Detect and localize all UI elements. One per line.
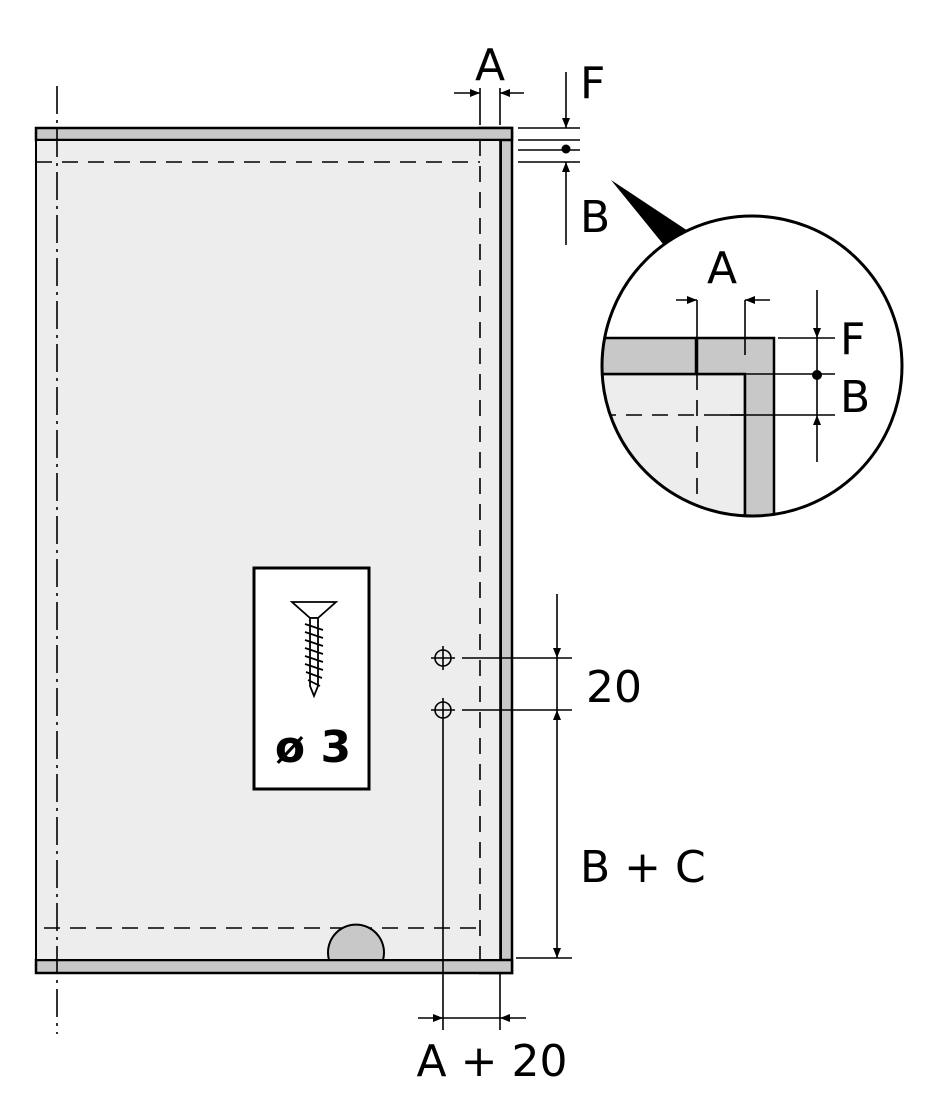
dimension-a-top: A: [454, 40, 524, 125]
label-a-top: A: [475, 40, 505, 91]
door-surface: [35, 139, 502, 961]
dimension-a-plus-20: A + 20: [417, 973, 568, 1087]
label-20: 20: [586, 662, 642, 713]
hinge-cup: [327, 923, 385, 961]
cabinet-panel: [34, 86, 514, 1034]
label-f-top: F: [580, 58, 605, 109]
label-b-plus-c: B + C: [580, 842, 706, 893]
label-a-plus-20: A + 20: [417, 1036, 568, 1087]
dimension-f-b-top: F B: [518, 58, 610, 245]
label-b-detail: B: [840, 372, 870, 423]
screw-spec-box: ø 3: [252, 566, 371, 791]
screw-diameter-label: ø 3: [275, 722, 351, 773]
top-panel-edge: [34, 126, 514, 142]
label-a-detail: A: [707, 243, 737, 294]
drill-mark-lower: [431, 698, 455, 1030]
label-b-top: B: [580, 192, 610, 243]
bottom-panel-edge: [34, 958, 514, 975]
screw-icon: [289, 601, 339, 699]
drill-mark-upper: [431, 646, 455, 670]
dimension-20-and-b-plus-c: 20 B + C: [462, 594, 706, 959]
label-f-detail: F: [840, 314, 865, 365]
detail-magnifier: A F B: [600, 214, 904, 518]
detail-callout-pointer: [611, 180, 688, 244]
